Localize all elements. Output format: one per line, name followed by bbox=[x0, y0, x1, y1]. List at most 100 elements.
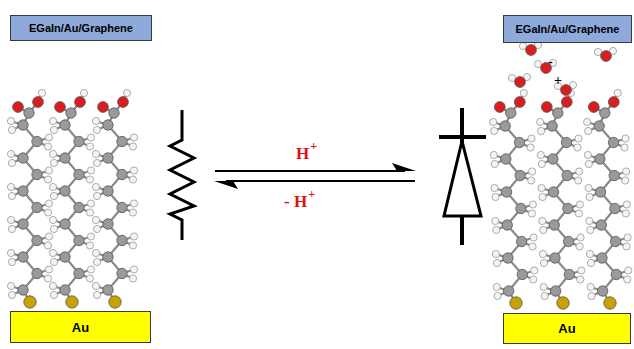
atom bbox=[50, 159, 57, 166]
atom bbox=[541, 292, 548, 299]
atom bbox=[622, 135, 629, 142]
atom bbox=[494, 292, 501, 299]
arrowhead bbox=[214, 181, 238, 189]
charge-sign: + bbox=[308, 188, 315, 200]
atom bbox=[515, 170, 525, 180]
node-label: Au bbox=[72, 320, 89, 335]
atom bbox=[587, 259, 594, 266]
atom bbox=[493, 283, 500, 290]
atom bbox=[610, 203, 620, 213]
atom bbox=[502, 220, 512, 230]
atom bbox=[129, 176, 136, 183]
atom bbox=[60, 219, 70, 229]
atom bbox=[7, 183, 14, 190]
atom bbox=[550, 286, 560, 296]
atom bbox=[103, 252, 113, 262]
atom bbox=[18, 120, 28, 130]
atom bbox=[129, 275, 136, 282]
atom bbox=[87, 200, 94, 207]
atom bbox=[60, 120, 70, 130]
atom bbox=[538, 160, 545, 167]
atom bbox=[93, 291, 100, 298]
atom bbox=[103, 285, 113, 295]
atom bbox=[601, 51, 612, 62]
atom bbox=[624, 234, 631, 241]
atom bbox=[561, 97, 572, 108]
atom bbox=[32, 136, 42, 146]
atom bbox=[549, 220, 559, 230]
atom bbox=[528, 210, 535, 217]
atom bbox=[588, 102, 599, 113]
atom bbox=[547, 121, 557, 131]
atom bbox=[514, 97, 525, 108]
atom bbox=[74, 202, 84, 212]
atom bbox=[45, 266, 52, 273]
atom bbox=[531, 267, 538, 274]
atom bbox=[86, 143, 93, 150]
atom bbox=[548, 154, 558, 164]
atom bbox=[610, 236, 620, 246]
atom bbox=[539, 250, 546, 257]
atom bbox=[539, 217, 546, 224]
atom bbox=[44, 209, 51, 216]
atom bbox=[623, 201, 630, 208]
atom bbox=[66, 108, 76, 118]
atom bbox=[595, 154, 605, 164]
atom bbox=[494, 102, 505, 113]
atom bbox=[32, 169, 42, 179]
atom bbox=[103, 186, 113, 196]
atom bbox=[92, 282, 99, 289]
arrowhead bbox=[392, 163, 416, 171]
atom bbox=[60, 252, 70, 262]
atom bbox=[501, 154, 511, 164]
atom bbox=[503, 253, 513, 263]
atom bbox=[516, 236, 526, 246]
atom bbox=[129, 242, 136, 249]
atom bbox=[550, 253, 560, 263]
bond-group bbox=[11, 45, 628, 303]
atom bbox=[44, 242, 51, 249]
atom bbox=[491, 160, 498, 167]
atom bbox=[87, 167, 94, 174]
atom bbox=[622, 210, 629, 217]
atom bbox=[614, 89, 621, 96]
proton-label: H bbox=[296, 145, 309, 162]
atom bbox=[564, 269, 574, 279]
atom bbox=[45, 200, 52, 207]
atom bbox=[38, 89, 45, 96]
atom bbox=[553, 108, 563, 118]
atom bbox=[92, 117, 99, 124]
atom bbox=[93, 192, 100, 199]
atom bbox=[92, 216, 99, 223]
atom bbox=[563, 236, 573, 246]
atom bbox=[50, 225, 57, 232]
diode-lead bbox=[460, 216, 464, 245]
atom bbox=[517, 269, 527, 279]
atom bbox=[44, 143, 51, 150]
atom bbox=[129, 209, 136, 216]
atom bbox=[80, 89, 87, 96]
atom bbox=[130, 134, 137, 141]
atom bbox=[622, 177, 629, 184]
atom bbox=[561, 137, 571, 147]
reverse-arrow bbox=[226, 180, 415, 182]
atom bbox=[528, 177, 535, 184]
atom bbox=[93, 258, 100, 265]
atom bbox=[621, 144, 628, 151]
atom bbox=[587, 226, 594, 233]
atom bbox=[8, 225, 15, 232]
electrode-box: EGaIn/Au/Graphene bbox=[503, 15, 632, 43]
atom bbox=[60, 285, 70, 295]
atom bbox=[86, 275, 93, 282]
atom bbox=[493, 259, 500, 266]
atom bbox=[515, 77, 526, 88]
atom bbox=[24, 296, 36, 308]
diode-symbol bbox=[444, 141, 481, 216]
atom bbox=[540, 226, 547, 233]
atom bbox=[45, 134, 52, 141]
atom bbox=[49, 183, 56, 190]
atom bbox=[103, 153, 113, 163]
atom bbox=[537, 118, 544, 125]
atom bbox=[74, 169, 84, 179]
